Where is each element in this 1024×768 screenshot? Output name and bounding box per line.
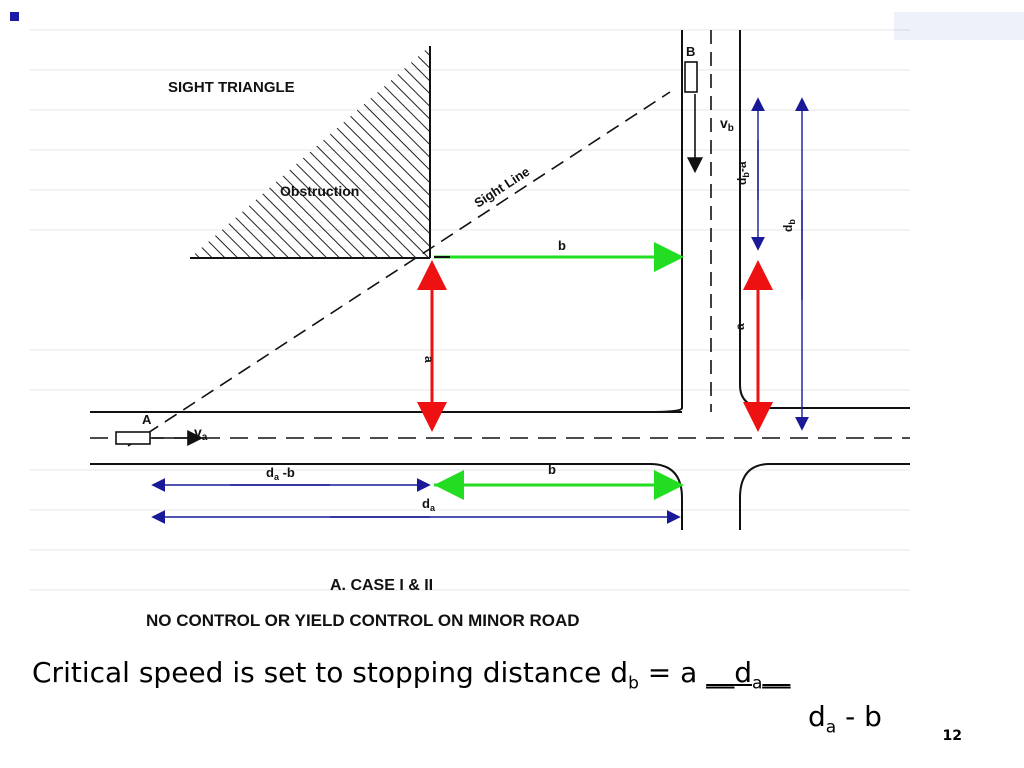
slide-number: 12: [942, 728, 962, 744]
vehicle-b-label: B: [686, 44, 695, 59]
caption-denominator: da - b: [808, 700, 882, 738]
caption-equals: = a: [638, 656, 707, 689]
vehicle-b: [684, 61, 698, 93]
da-minus-b-label: da -b: [266, 465, 295, 482]
caption-numerator: __da__: [706, 656, 791, 694]
velocity-a-label: va: [194, 424, 208, 443]
a-label-left: a: [422, 356, 436, 363]
obstruction-area: [190, 46, 430, 258]
a-label-right: a: [733, 323, 747, 330]
slide-caption: Critical speed is set to stopping distan…: [32, 656, 932, 702]
case-title: A. CASE I & II: [330, 577, 433, 594]
slide-bullet: [10, 12, 19, 21]
caption-sub-b: b: [628, 673, 639, 694]
sight-triangle-diagram: SIGHT TRIANGLE Obstruction Sight Line B …: [30, 29, 910, 630]
db-label: db: [781, 219, 797, 232]
vehicle-a: [115, 431, 151, 445]
figure-heading: SIGHT TRIANGLE: [168, 79, 295, 96]
sight-line: [127, 91, 671, 447]
vehicle-a-label: A: [142, 412, 152, 427]
major-road-bottom-left: [90, 463, 683, 530]
caption-text: Critical speed is set to stopping distan…: [32, 656, 629, 689]
da-label: da: [422, 496, 436, 513]
db-minus-a-label: db-a: [735, 161, 751, 185]
obstruction-label: Obstruction: [280, 183, 359, 199]
b-label-top: b: [558, 238, 566, 253]
corner-accent: [894, 12, 1024, 40]
b-label-bottom: b: [548, 462, 556, 477]
minor-road-right-curb: [739, 384, 910, 409]
sight-triangle-figure: SIGHT TRIANGLE Obstruction Sight Line B …: [30, 0, 920, 648]
background-page-texture: [30, 29, 910, 591]
velocity-b-label: vb: [720, 115, 734, 134]
major-road-bottom-right: [739, 463, 910, 530]
case-subtitle: NO CONTROL OR YIELD CONTROL ON MINOR ROA…: [146, 611, 580, 630]
